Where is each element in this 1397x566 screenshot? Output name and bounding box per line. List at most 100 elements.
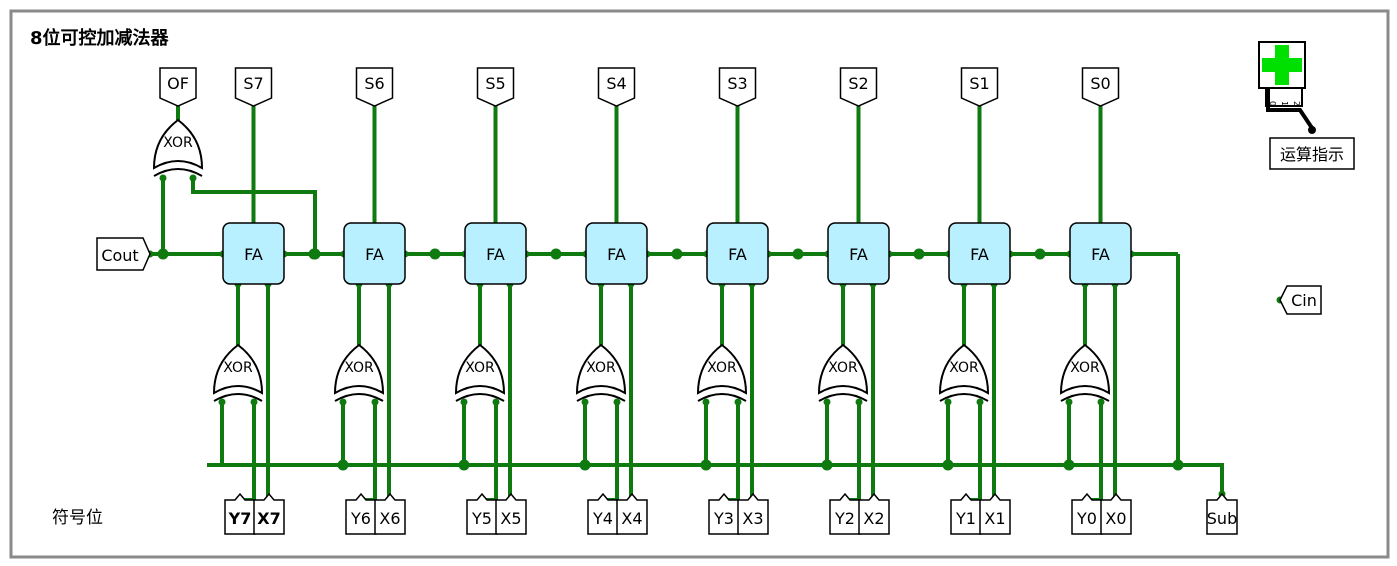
y-pin-y3[interactable]: [708, 492, 740, 535]
xor-gate-3-back-curve: [576, 393, 626, 402]
xor-gate-2-back-curve: [455, 393, 505, 402]
sum-pin-s4[interactable]: [597, 67, 636, 107]
bus-junction-2: [458, 459, 470, 471]
xor-gate-7-label: XOR: [1070, 360, 1100, 376]
x-pin-x0-label: X0: [1105, 509, 1126, 528]
operation-indicator[interactable]: 0 1 2 运算指示: [1258, 41, 1355, 170]
cout-pin[interactable]: [96, 237, 151, 271]
xor-gate-7-back-curve: [1060, 393, 1110, 402]
y-pin-y4[interactable]: [587, 492, 619, 535]
full-adder-2: [464, 222, 527, 285]
full-adder-1-label: FA: [365, 245, 384, 264]
full-adder-0: [222, 222, 285, 285]
indicator-pin-0: 0: [1268, 101, 1277, 106]
bus-junction-5: [821, 459, 833, 471]
sum-pin-s5[interactable]: [476, 67, 515, 107]
x-pin-x4-label: X4: [621, 509, 642, 528]
x-pin-x1-label: X1: [984, 509, 1005, 528]
xor-gate-5-back-curve: [818, 393, 868, 402]
x-pin-x1[interactable]: [979, 492, 1011, 535]
xor-gate-1-label: XOR: [344, 360, 374, 376]
of-in-tap-r: [189, 174, 197, 182]
y-pin-y0-label: Y0: [1076, 509, 1097, 528]
xor-gate-0-back-curve: [213, 393, 263, 402]
x-pin-x2[interactable]: [858, 492, 890, 535]
indicator-label: 运算指示: [1280, 145, 1344, 164]
y-pin-y7-label: Y7: [228, 509, 252, 528]
overflow-xor-gate-label: XOR: [163, 135, 193, 151]
y-pin-y7[interactable]: [224, 492, 256, 535]
xor-gate-1-body: [333, 343, 385, 395]
x-pin-x3[interactable]: [737, 492, 769, 535]
bus-junction-sub: [1172, 459, 1184, 471]
full-adder-3: [585, 222, 648, 285]
xor-in-tap-l-1: [339, 398, 347, 406]
indicator-pin-1: 1: [1280, 101, 1289, 106]
full-adder-6: [948, 222, 1011, 285]
xor-gate-0-body: [212, 343, 264, 395]
full-adder-4-label: FA: [728, 245, 747, 264]
carry-junction-4: [671, 248, 683, 260]
cout-pin-label: Cout: [101, 246, 138, 265]
y-pin-y5-label: Y5: [471, 509, 492, 528]
xor-gate-7: XOR: [1059, 343, 1111, 402]
sum-pin-s1-label: S1: [969, 74, 989, 93]
full-adder-6-label: FA: [970, 245, 989, 264]
xor-gate-0-label: XOR: [223, 360, 253, 376]
x-pin-x7-label: X7: [257, 509, 280, 528]
carry-junction-6: [913, 248, 925, 260]
xor-gate-2: XOR: [454, 343, 506, 402]
xor-gate-3: XOR: [575, 343, 627, 402]
xor-in-tap-l-3: [581, 398, 589, 406]
cin-pin[interactable]: [1279, 285, 1322, 315]
indicator-label-box: [1269, 137, 1355, 170]
full-adder-5-label: FA: [849, 245, 868, 264]
x-pin-x6[interactable]: [374, 492, 406, 535]
xor-in-tap-r-2: [492, 398, 500, 406]
y-pin-y5[interactable]: [466, 492, 498, 535]
sum-pin-s2[interactable]: [839, 67, 878, 107]
sum-pin-s7[interactable]: [234, 67, 273, 107]
overflow-xor-gate-body: [152, 118, 204, 170]
y-pin-y6[interactable]: [345, 492, 377, 535]
sum-pin-s6[interactable]: [355, 67, 394, 107]
indicator-led-v: [1275, 45, 1289, 85]
x-pin-x4[interactable]: [616, 492, 648, 535]
x-pin-x7[interactable]: [253, 492, 285, 535]
sum-pin-s2-label: S2: [848, 74, 868, 93]
xor-gate-0: XOR: [212, 343, 264, 402]
sum-pin-s1[interactable]: [960, 67, 999, 107]
xor-in-tap-r-1: [371, 398, 379, 406]
x-pin-x5-label: X5: [500, 509, 521, 528]
sum-pin-s3[interactable]: [718, 67, 757, 107]
xor-gate-4-back-curve: [697, 393, 747, 402]
full-adder-3-label: FA: [607, 245, 626, 264]
y-pin-y1[interactable]: [950, 492, 982, 535]
carry-junction-7: [1034, 248, 1046, 260]
full-adder-4: [706, 222, 769, 285]
bus-junction-7: [1063, 459, 1075, 471]
sum-pin-s5-label: S5: [485, 74, 505, 93]
carry-junction-3: [550, 248, 562, 260]
y-pin-y2[interactable]: [829, 492, 861, 535]
xor-gate-4-body: [696, 343, 748, 395]
carry-junction-2: [429, 248, 441, 260]
overflow-xor-gate-back-curve: [153, 168, 203, 177]
y-pin-y0[interactable]: [1071, 492, 1103, 535]
xor-gate-6: XOR: [938, 343, 990, 402]
xor-gate-7-body: [1059, 343, 1111, 395]
xor-gate-4-label: XOR: [707, 360, 737, 376]
y-pin-y6-label: Y6: [350, 509, 371, 528]
x-pin-x0[interactable]: [1100, 492, 1132, 535]
sub-pin-label: Sub: [1207, 509, 1237, 528]
xor-gate-2-label: XOR: [465, 360, 495, 376]
x-pin-x5[interactable]: [495, 492, 527, 535]
overflow-pin[interactable]: [159, 67, 197, 107]
sub-pin[interactable]: [1206, 492, 1238, 535]
carry-junction-5: [792, 248, 804, 260]
xor-gate-3-body: [575, 343, 627, 395]
sum-pin-s0[interactable]: [1081, 67, 1120, 107]
bus-junction-6: [942, 459, 954, 471]
